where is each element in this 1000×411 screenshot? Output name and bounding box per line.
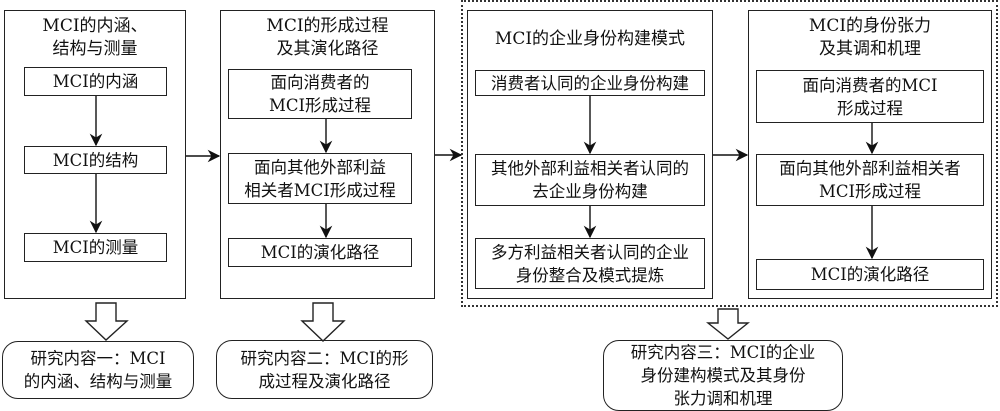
- stage-4-step-2: 面向其他外部利益相关者 MCI形成过程: [756, 154, 984, 206]
- stage-3-step-2: 其他外部利益相关者认同的 去企业身份构建: [475, 154, 705, 206]
- stage-2-step-2: 面向其他外部利益 相关者MCI形成过程: [228, 153, 412, 204]
- stage-3-title: MCI的企业身份构建模式: [494, 29, 686, 49]
- stage-1-step-3: MCI的测量: [24, 233, 167, 262]
- stage-2-step-3: MCI的演化路径: [228, 238, 412, 267]
- stage-4-step-3: MCI的演化路径: [756, 259, 984, 290]
- research-content-3: 研究内容三：MCI的企业 身份建构模式及其身份 张力调和机理: [603, 340, 843, 411]
- stage-3-step-3: 多方利益相关者认同的企业 身份整合及模式提炼: [475, 238, 705, 289]
- stage-1-step-2: MCI的结构: [24, 146, 167, 174]
- stage-2-step-1: 面向消费者的 MCI形成过程: [228, 69, 412, 119]
- stage-1-title: MCI的内涵、 结构与测量: [42, 16, 148, 59]
- hollow-arrow-2: [300, 302, 346, 342]
- stage-4-title: MCI的身份张力 及其调和机理: [808, 16, 932, 59]
- hollow-arrow-3: [706, 308, 750, 340]
- stage-4-step-1: 面向消费者的MCI 形成过程: [756, 70, 984, 123]
- stage-2-title: MCI的形成过程 及其演化路径: [266, 16, 389, 59]
- research-content-1: 研究内容一：MCI 的内涵、结构与测量: [2, 341, 194, 399]
- hollow-arrow-1: [84, 302, 129, 341]
- stage-1-step-1: MCI的内涵: [24, 67, 167, 96]
- research-content-2: 研究内容二：MCI的形 成过程及演化路径: [216, 340, 433, 399]
- stage-3-step-1: 消费者认同的企业身份构建: [475, 70, 705, 96]
